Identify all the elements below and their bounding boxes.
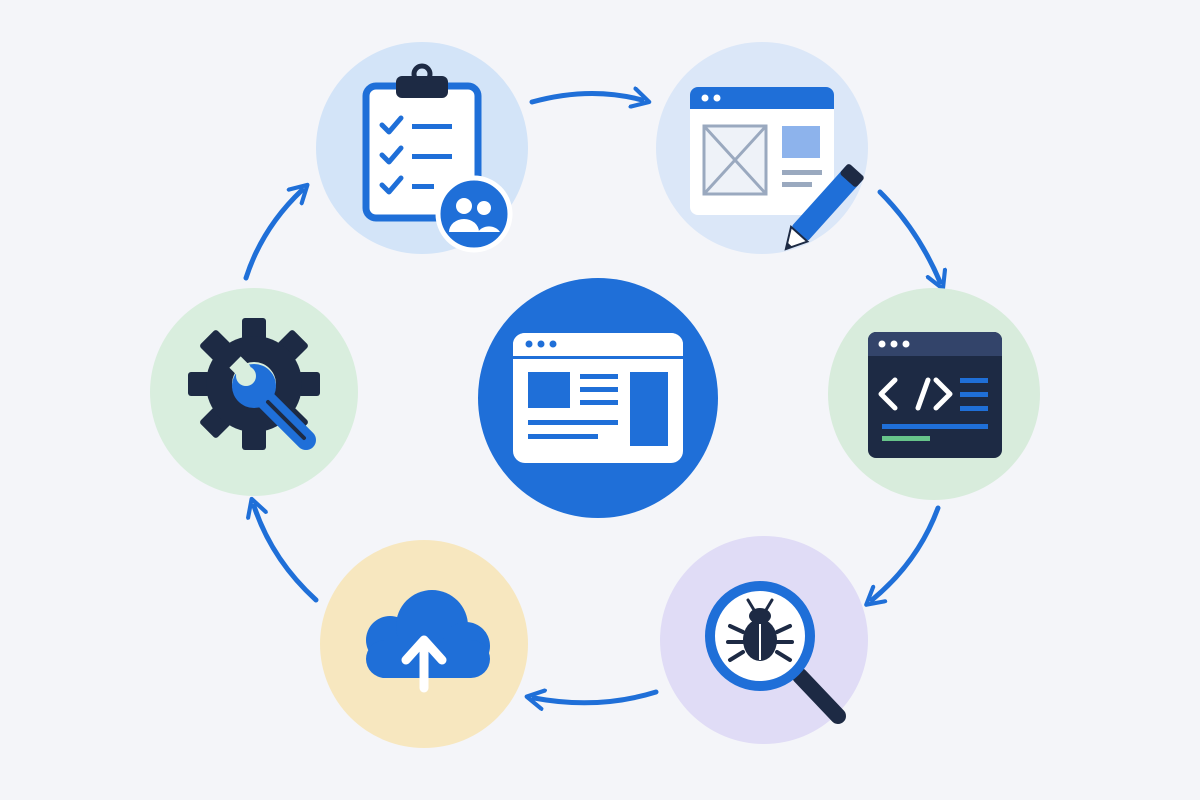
- wrench-icon: [229, 356, 316, 450]
- arrow-maintenance-to-planning: [243, 190, 302, 281]
- web-app-hub: [478, 278, 718, 518]
- cloud-upload-icon: [366, 590, 490, 693]
- arrow-design-to-development: [877, 189, 940, 282]
- stage-design: [656, 42, 868, 254]
- arrow-development-to-testing: [872, 505, 941, 600]
- cycle-arrows: [243, 93, 941, 703]
- web-app-window-icon: [513, 333, 683, 463]
- gear-wrench-icon: [188, 318, 320, 450]
- code-editor-icon: [868, 332, 1002, 458]
- stage-planning: [316, 42, 528, 254]
- stage-deployment: [320, 540, 528, 748]
- bug-icon: [726, 598, 794, 662]
- stage-maintenance: [150, 288, 358, 496]
- arrow-testing-to-deployment: [534, 692, 659, 703]
- arrow-deployment-to-maintenance: [254, 506, 319, 603]
- stage-testing: [660, 536, 868, 744]
- arrow-planning-to-design: [529, 93, 642, 102]
- clipboard-checklist-team-icon: [362, 63, 513, 253]
- stage-development: [828, 288, 1040, 500]
- magnifier-bug-icon: [705, 581, 846, 724]
- wireframe-pencil-icon: [690, 87, 864, 251]
